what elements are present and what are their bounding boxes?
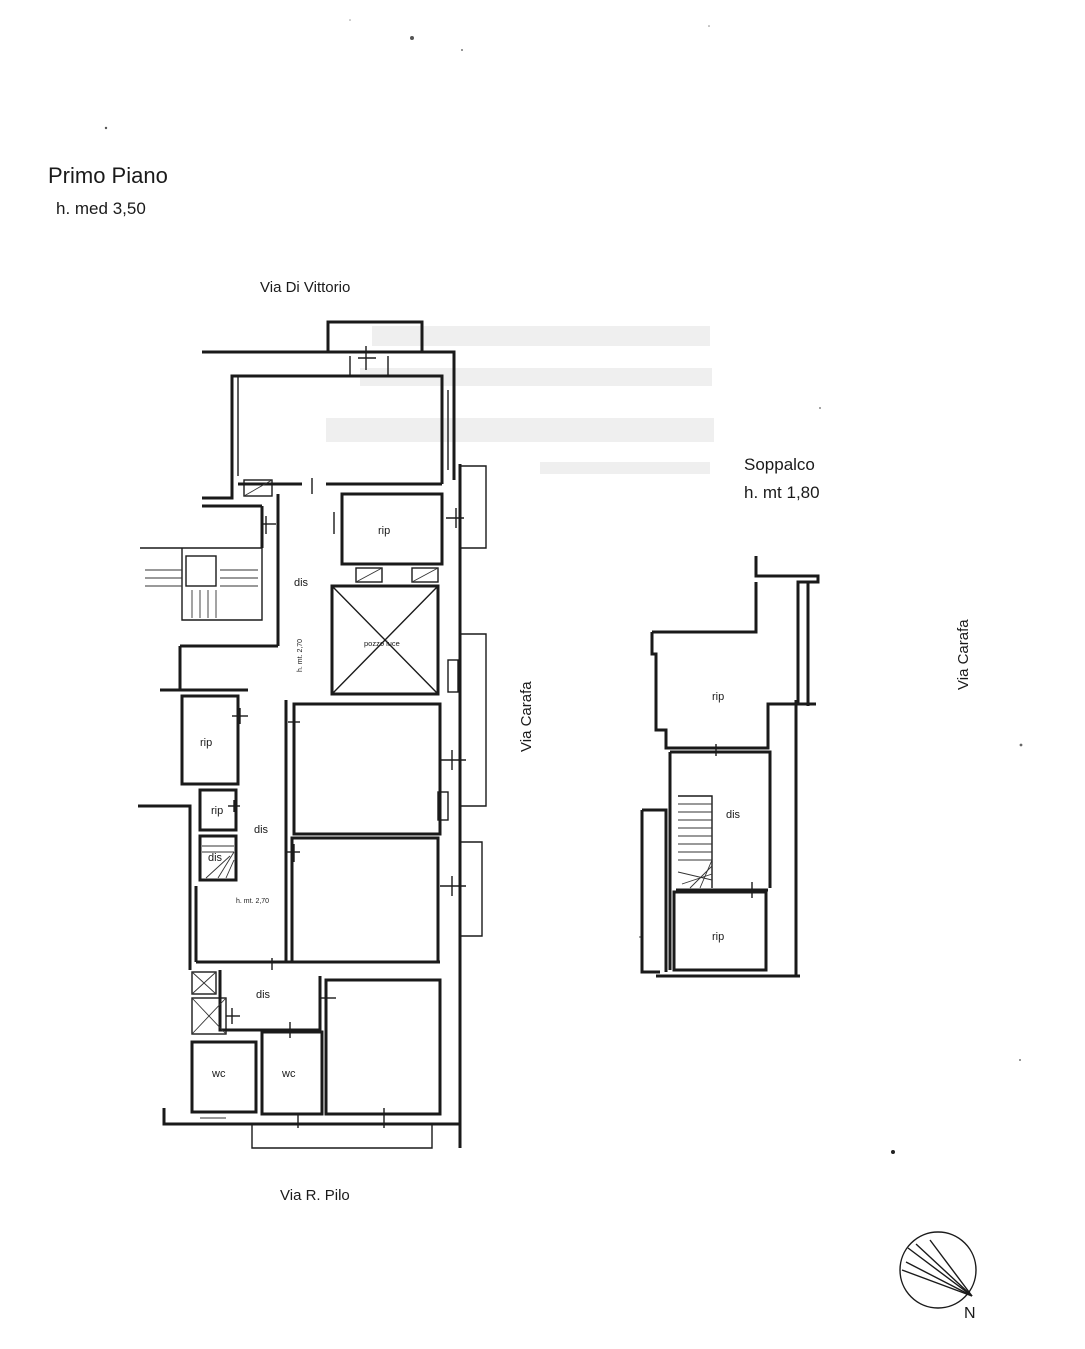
label-rip-left: rip bbox=[200, 737, 212, 749]
scan-smudge bbox=[326, 326, 714, 474]
label-pozzo-luce: pozzo luce bbox=[364, 639, 400, 648]
mezzanine-height: h. mt 1,80 bbox=[744, 483, 820, 502]
label-wc-left: wc bbox=[211, 1068, 226, 1080]
external-stair bbox=[140, 547, 263, 621]
north-arrow-icon bbox=[899, 1231, 977, 1309]
floor-title: Primo Piano bbox=[48, 163, 168, 188]
label-wc-right: wc bbox=[281, 1068, 296, 1080]
street-east-main: Via Carafa bbox=[518, 681, 535, 752]
label-rip-mez-top: rip bbox=[712, 691, 724, 703]
door-ticks bbox=[226, 346, 466, 1128]
label-rip-mez-bottom: rip bbox=[712, 931, 724, 943]
label-rip-top: rip bbox=[378, 525, 390, 537]
scan-noise bbox=[104, 19, 1023, 1154]
label-dis-upper: dis bbox=[294, 577, 309, 589]
mezzanine-plan bbox=[640, 556, 820, 978]
main-plan bbox=[138, 320, 487, 1149]
mezzanine-stair bbox=[677, 795, 713, 889]
label-height-corridor-h: h. mt. 2,70 bbox=[236, 898, 269, 905]
label-dis-stair: dis bbox=[208, 852, 223, 864]
label-height-corridor-v: h. mt. 2,70 bbox=[297, 639, 304, 672]
label-rip-small: rip bbox=[211, 805, 223, 817]
label-dis-lower: dis bbox=[256, 989, 271, 1001]
floor-height: h. med 3,50 bbox=[56, 199, 146, 218]
internal-stair bbox=[198, 834, 238, 882]
north-label: N bbox=[964, 1305, 976, 1322]
mezzanine-title: Soppalco bbox=[744, 455, 815, 474]
label-dis-mid: dis bbox=[254, 824, 269, 836]
street-east-mezzanine: Via Carafa bbox=[955, 619, 972, 690]
label-dis-mez: dis bbox=[726, 809, 741, 821]
street-south: Via R. Pilo bbox=[280, 1187, 350, 1204]
street-north: Via Di Vittorio bbox=[260, 279, 350, 296]
